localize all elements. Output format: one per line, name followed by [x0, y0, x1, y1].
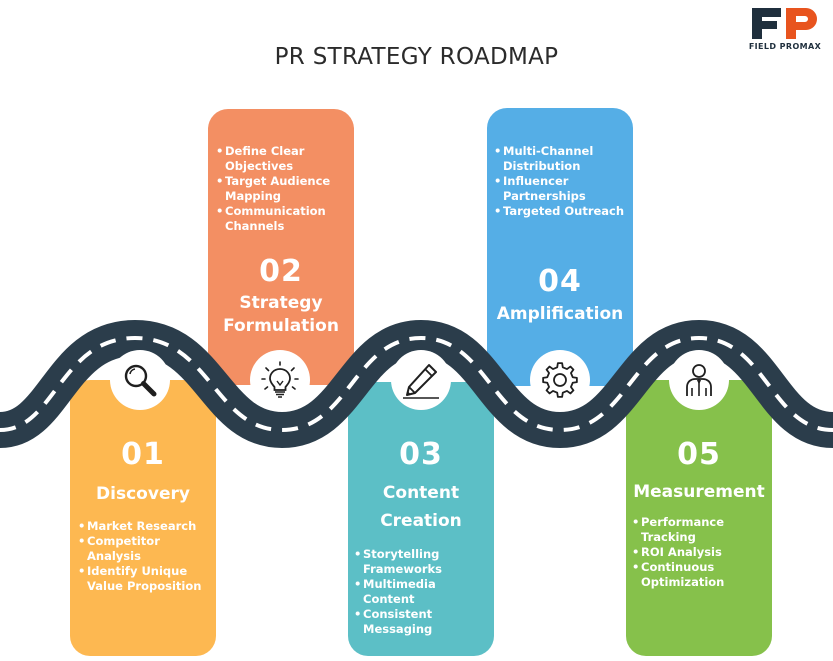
stage-title-line: Formulation [223, 316, 339, 336]
lightbulb-icon [261, 361, 299, 398]
strategy-icon-badge [250, 350, 310, 410]
stage-bullet: Continuous Optimization [632, 560, 770, 590]
stage-bullet: Identify Unique Value Proposition [78, 564, 206, 594]
brand-logo-mark [752, 8, 817, 39]
stage-bullet: Targeted Outreach [494, 204, 630, 219]
stage-title-line: Measurement [633, 482, 765, 502]
stage-bullet-list: Multi-Channel Distribution Influencer Pa… [494, 144, 630, 219]
amplification-icon-badge [530, 350, 590, 410]
stage-bullet-list: Storytelling Frameworks Multimedia Conte… [354, 547, 490, 637]
stage-bullet: Multimedia Content [354, 577, 490, 607]
stage-title-line: Creation [380, 511, 462, 531]
stage-bullet: Storytelling Frameworks [354, 547, 490, 577]
stage-card-discovery [70, 380, 216, 656]
person-icon [686, 364, 712, 396]
discovery-icon-badge [110, 350, 170, 410]
brand-logo: FIELD PROMAX [745, 6, 825, 51]
magnifier-icon [124, 364, 157, 397]
stage-number: 05 [677, 437, 721, 472]
stage-bullet: Influencer Partnerships [494, 174, 630, 204]
stage-bullet-list: Market Research Competitor Analysis Iden… [78, 519, 206, 594]
stage-bullet: Communication Channels [216, 204, 346, 234]
stage-bullet: ROI Analysis [632, 545, 770, 560]
brand-logo-text: FIELD PROMAX [748, 42, 822, 51]
stage-title-line: Content [382, 483, 460, 503]
stage-number: 03 [399, 437, 443, 472]
stage-bullet: Competitor Analysis [78, 534, 206, 564]
stage-bullet: Multi-Channel Distribution [494, 144, 630, 174]
measurement-icon-badge [669, 350, 729, 410]
gear-icon [542, 362, 578, 398]
stage-number: 01 [121, 437, 165, 472]
stage-title-line: Discovery [96, 484, 190, 504]
stage-title-line: Strategy [239, 293, 323, 313]
pencil-icon [403, 364, 439, 399]
stage-bullet: Target Audience Mapping [216, 174, 346, 204]
content-icon-badge [391, 350, 451, 410]
stage-bullet-list: Define Clear Objectives Target Audience … [216, 144, 346, 234]
stage-bullet: Performance Tracking [632, 515, 770, 545]
stage-bullet-list: Performance Tracking ROI Analysis Contin… [632, 515, 770, 590]
stage-number: 04 [538, 264, 582, 299]
stage-bullet: Market Research [78, 519, 206, 534]
stage-bullet: Consistent Messaging [354, 607, 490, 637]
page-title: PR STRATEGY ROADMAP [274, 44, 559, 70]
road-center-stripe [0, 335, 833, 433]
stage-title-line: Amplification [496, 304, 624, 324]
stage-number: 02 [259, 254, 303, 289]
stage-bullet: Define Clear Objectives [216, 144, 346, 174]
